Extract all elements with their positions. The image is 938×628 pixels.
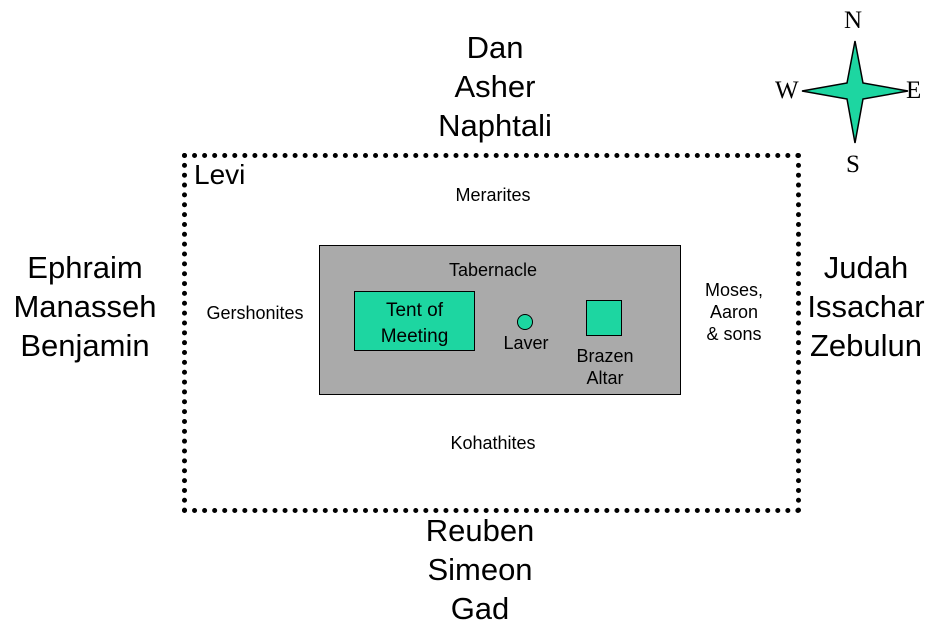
merarites-label: Merarites <box>455 185 531 205</box>
tribe-name: Gad <box>450 591 510 626</box>
tent-label-line: Meeting <box>380 326 449 347</box>
moses-aaron-sons-label: Moses, Aaron & sons <box>684 279 784 345</box>
levi-east-line: & sons <box>706 324 762 344</box>
altar-label-line: Altar <box>586 368 624 388</box>
laver-label: Laver <box>503 333 549 353</box>
tent-label-line: Tent of <box>385 300 444 321</box>
tribe-name: Reuben <box>425 513 535 548</box>
tribes-south: Reuben Simeon Gad <box>400 511 560 628</box>
tribes-north: Dan Asher Naphtali <box>420 28 570 145</box>
levi-east-line: Moses, <box>704 280 764 300</box>
compass-south: S <box>846 151 860 178</box>
tribes-west: Ephraim Manasseh Benjamin <box>0 248 170 365</box>
tribe-name: Dan <box>466 30 524 65</box>
tribe-name: Simeon <box>427 552 533 587</box>
tribe-name: Issachar <box>807 289 925 324</box>
tabernacle-title: Tabernacle <box>448 260 538 280</box>
tribe-name: Judah <box>823 250 909 285</box>
gershonites-label: Gershonites <box>206 303 304 323</box>
tribe-name: Asher <box>454 69 536 104</box>
compass-north: N <box>844 7 863 34</box>
levi-camp-border <box>182 153 801 513</box>
tribe-name: Zebulun <box>809 328 923 363</box>
laver-icon <box>517 314 533 330</box>
tent-of-meeting: Tent of Meeting <box>354 291 475 351</box>
tribe-name: Manasseh <box>13 289 157 324</box>
levi-title: Levi <box>194 159 246 190</box>
tribe-name: Naphtali <box>438 108 552 143</box>
compass-star-icon <box>801 40 909 144</box>
tribe-name: Benjamin <box>20 328 150 363</box>
compass-east: E <box>906 77 922 104</box>
altar-label-line: Brazen <box>576 346 634 366</box>
tribes-east: Judah Issachar Zebulun <box>794 248 938 365</box>
tribe-name: Ephraim <box>27 250 143 285</box>
brazen-altar-label: Brazen Altar <box>560 345 650 389</box>
brazen-altar-icon <box>586 300 622 336</box>
kohathites-label: Kohathites <box>450 433 536 453</box>
levi-east-line: Aaron <box>709 302 759 322</box>
compass-west: W <box>775 77 799 104</box>
